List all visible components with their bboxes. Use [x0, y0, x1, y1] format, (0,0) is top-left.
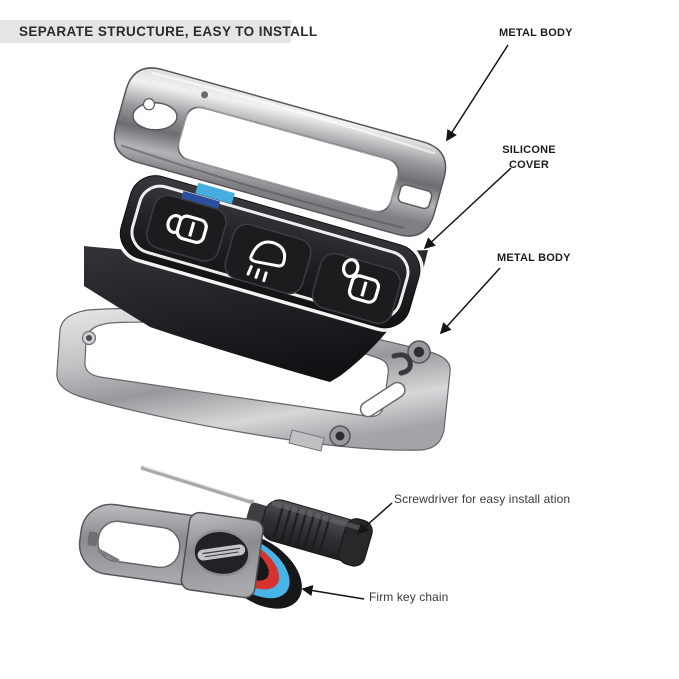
arrow-screwdriver	[356, 502, 393, 535]
frame-latch-detail	[391, 352, 413, 376]
side-slot	[397, 184, 433, 210]
lock-icon	[166, 213, 208, 244]
arrow-metal-body-bottom	[439, 267, 501, 335]
key-chain	[78, 503, 302, 609]
silicone-cover-face	[116, 171, 424, 332]
frame-slot	[359, 381, 406, 418]
keyring-hole	[132, 102, 178, 131]
trunk-icon	[246, 240, 287, 283]
screwdriver-handle	[246, 499, 373, 567]
label-metal-body-bottom: METAL BODY	[497, 252, 571, 264]
label-key-chain: Firm key chain	[369, 590, 449, 604]
unlock-button	[311, 252, 401, 325]
unlock-icon	[341, 258, 381, 304]
screwdriver-shaft	[140, 465, 255, 505]
arrow-metal-body-top	[446, 44, 509, 142]
arrow-key-chain	[301, 584, 365, 600]
trunk-button	[224, 223, 312, 295]
top-metal-frame	[113, 67, 447, 237]
label-silicone-cover: SILICONE COVER	[502, 144, 556, 171]
label-metal-body-top: METAL BODY	[499, 27, 573, 39]
lock-button	[145, 194, 227, 262]
annotation-arrows	[301, 44, 512, 600]
arrow-silicone-cover	[423, 167, 512, 250]
pin-hole	[201, 91, 209, 99]
carabiner-opening	[97, 520, 181, 569]
screwdriver	[140, 465, 373, 567]
label-screwdriver: Screwdriver for easy install ation	[394, 492, 571, 506]
title-banner: SEPARATE STRUCTURE, EASY TO INSTALL	[0, 20, 317, 43]
frame-bottom-tab	[288, 429, 325, 452]
